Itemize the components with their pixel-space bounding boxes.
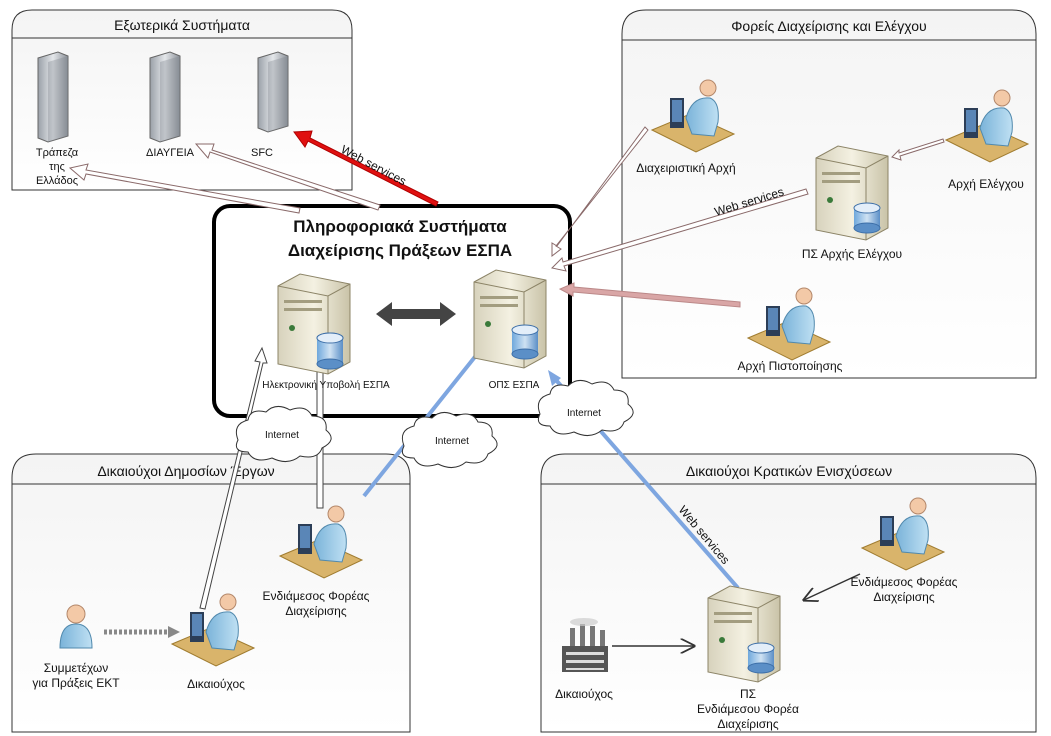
ops-server-icon — [473, 269, 547, 369]
arrow-beneficiary-to-e-submission — [199, 346, 268, 610]
ops-label: ΟΠΣ ΕΣΠΑ — [489, 380, 540, 391]
bank-label-line3: Ελλάδος — [36, 175, 78, 187]
audit-authority-label: Αρχή Ελέγχου — [948, 177, 1024, 191]
arrow-central-to-diavgeia — [194, 143, 381, 211]
state-aid-is-label-line3: Διαχείρισης — [717, 717, 779, 731]
participants-label-line1: Συμμετέχων — [44, 661, 109, 675]
arrow-participants-to-beneficiary-head — [168, 626, 180, 638]
bank-of-greece-server-icon — [37, 51, 69, 143]
group-public-works-beneficiaries — [11, 453, 411, 733]
audit-is-label: ΠΣ Αρχής Ελέγχου — [802, 247, 902, 261]
bank-label-line2: της — [49, 161, 65, 173]
arrow-audit-is-to-ops — [550, 188, 809, 272]
central-title-line2: Διαχείρισης Πράξεων ΕΣΠΑ — [288, 241, 512, 260]
sfc-label: SFC — [251, 147, 273, 159]
diavgeia-label: ΔΙΑΥΓΕΙΑ — [146, 147, 195, 159]
state-aid-title: Δικαιούχοι Κρατικών Ενισχύσεων — [686, 463, 892, 479]
managing-authority-label: Διαχειριστική Αρχή — [636, 161, 735, 175]
internet-cloud-icon — [235, 406, 332, 462]
state-aid-intermediate-label-line1: Ενδιάμεσος Φορέας — [851, 575, 958, 589]
management-title: Φορείς Διαχείρισης και Ελέγχου — [731, 18, 926, 34]
participants-label-line2: για Πράξεις ΕΚΤ — [32, 676, 120, 690]
intermediate-body-label-line1: Ενδιάμεσος Φορέας — [263, 589, 370, 603]
external-title: Εξωτερικά Συστήματα — [114, 17, 250, 33]
arrow-intermediate-to-state-aid-is — [804, 573, 861, 600]
e-submission-server-icon — [277, 273, 351, 375]
state-aid-is-label-line1: ΠΣ — [740, 687, 756, 701]
internet-cloud-label-3: Internet — [567, 408, 601, 419]
arrow-state-aid-is-to-ops-head — [548, 370, 561, 386]
state-aid-is-server-icon — [707, 585, 781, 683]
beneficiary-label: Δικαιούχος — [187, 677, 245, 691]
state-aid-intermediate-label-line2: Διαχείρισης — [873, 590, 935, 604]
audit-is-server-icon — [815, 145, 889, 241]
certifying-authority-user-icon — [746, 287, 832, 361]
state-aid-is-label-line2: Ενδιάμεσου Φορέα — [697, 702, 799, 716]
bank-label-line1: Τράπεζα — [36, 147, 79, 159]
audit-authority-user-icon — [944, 89, 1030, 163]
group-state-aid-beneficiaries — [540, 453, 1037, 733]
diavgeia-server-icon — [149, 51, 181, 143]
public-works-title: Δικαιούχοι Δημοσίων Έργων — [97, 463, 274, 479]
arrow-central-to-sfc — [293, 130, 439, 207]
arrow-central-to-bank — [68, 163, 301, 214]
intermediate-body-user-icon — [278, 505, 364, 579]
internet-cloud-label-1: Internet — [265, 430, 299, 441]
arrow-audit-authority-to-audit-is — [891, 138, 945, 161]
internet-cloud-icon — [401, 412, 498, 468]
managing-authority-user-icon — [650, 79, 736, 153]
bidirectional-arrow-central — [376, 302, 456, 326]
beneficiary-user-icon — [170, 593, 256, 667]
internet-cloud-icon — [537, 380, 634, 436]
internet-cloud-label-2: Internet — [435, 436, 469, 447]
certifying-authority-label: Αρχή Πιστοποίησης — [738, 359, 843, 373]
factory-icon — [562, 618, 608, 672]
sfc-server-icon — [257, 51, 289, 133]
e-submission-label: Ηλεκτρονική Υποβολή ΕΣΠΑ — [262, 379, 390, 391]
state-aid-beneficiary-label: Δικαιούχος — [555, 687, 613, 701]
state-aid-intermediate-user-icon — [860, 497, 946, 571]
arrow-certifying-authority-to-ops — [558, 282, 741, 308]
participant-person-icon — [59, 604, 93, 649]
central-title-line1: Πληροφοριακά Συστήματα — [293, 217, 507, 236]
arrow-managing-authority-to-ops — [551, 126, 649, 258]
intermediate-body-label-line2: Διαχείρισης — [285, 604, 347, 618]
